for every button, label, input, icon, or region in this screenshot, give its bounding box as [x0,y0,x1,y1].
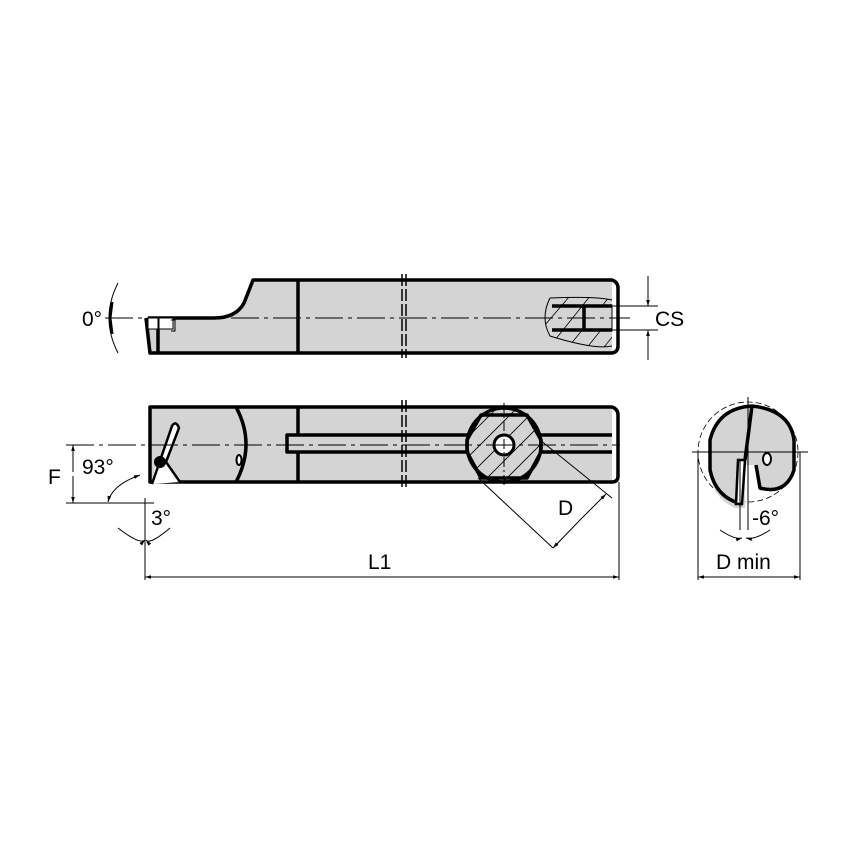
side-view [66,400,620,580]
cs-label: CS [655,308,684,331]
top-view [105,274,658,360]
clearance-angle-label: 3° [151,507,171,530]
angle-0-label: 0° [82,308,102,331]
lead-angle-label: 93° [82,456,114,479]
f-label: F [48,466,61,489]
end-view [692,397,808,580]
d-label: D [558,497,573,520]
d-min-label: D min [716,551,771,574]
l1-label: L1 [368,551,391,574]
end-angle-label: -6° [752,507,779,530]
